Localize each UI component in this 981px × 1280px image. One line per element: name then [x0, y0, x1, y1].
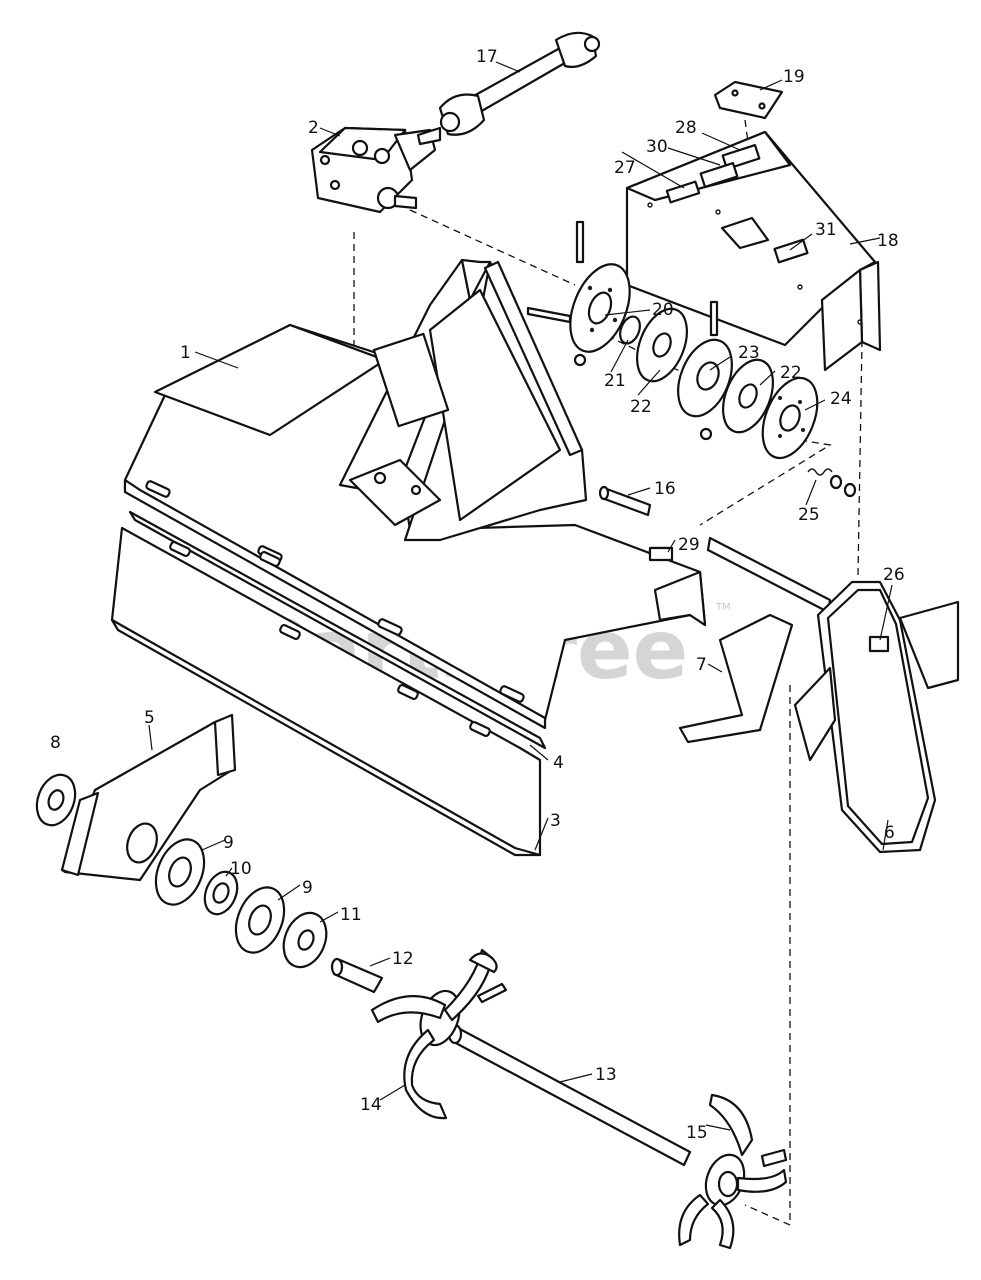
callout-9-left: 9: [223, 833, 234, 853]
callout-12: 12: [392, 949, 414, 969]
part-12-stub-shaft[interactable]: [330, 957, 384, 994]
callout-22-left: 22: [630, 397, 652, 417]
part-25-spring[interactable]: [807, 468, 857, 498]
callout-19: 19: [783, 67, 805, 87]
callout-13: 13: [595, 1065, 617, 1085]
callout-8: 8: [50, 733, 61, 753]
part-4-deflector-bar[interactable]: [128, 510, 547, 750]
callout-15: 15: [686, 1123, 708, 1143]
callout-20: 20: [652, 300, 674, 320]
part-24-bearing-flange[interactable]: [752, 370, 828, 466]
callout-22-right: 22: [780, 363, 802, 383]
leader-lines: [148, 61, 893, 1131]
part-5-side-plate[interactable]: [60, 713, 237, 882]
callout-4: 4: [553, 753, 564, 773]
part-2-gearbox[interactable]: [310, 126, 442, 214]
callout-9-right: 9: [302, 878, 313, 898]
part-6-chain-case[interactable]: [706, 536, 960, 854]
shaft-guide-line: [744, 685, 791, 1227]
callout-17: 17: [476, 47, 498, 67]
callout-31: 31: [815, 220, 837, 240]
trademark-mark: TM: [715, 602, 731, 613]
callout-16: 16: [654, 479, 676, 499]
callout-1: 1: [180, 343, 191, 363]
part-13-tine-shaft[interactable]: [447, 982, 692, 1167]
callout-6: 6: [884, 823, 895, 843]
part-9-flange-left[interactable]: [147, 832, 213, 912]
part-8-flange-bearing[interactable]: [30, 769, 82, 830]
callout-14: 14: [360, 1095, 382, 1115]
callout-23: 23: [738, 343, 760, 363]
part-16-pin[interactable]: [598, 485, 652, 517]
callout-2: 2: [308, 118, 319, 138]
part-18-shield[interactable]: [625, 130, 882, 372]
part-17-pto-shaft[interactable]: [438, 31, 601, 136]
part-29-decal[interactable]: [648, 546, 674, 562]
part-9-flange-right[interactable]: [227, 880, 293, 960]
callout-30: 30: [646, 137, 668, 157]
callout-27: 27: [614, 158, 636, 178]
callout-7: 7: [696, 655, 707, 675]
part-23-sprocket-hub[interactable]: [668, 300, 742, 441]
part-21-bushing[interactable]: [616, 314, 643, 347]
callout-21: 21: [604, 371, 626, 391]
part-22-washer-left[interactable]: [627, 302, 696, 389]
callout-labels: 1 2 3 4 5 6 7 8 9 9 10 11 12 13 14 15 16…: [50, 47, 905, 1143]
callout-28: 28: [675, 118, 697, 138]
gearbox-to-plate-guide-line: [409, 209, 576, 286]
callout-3: 3: [550, 811, 561, 831]
part-14-tine-left[interactable]: [370, 948, 498, 1120]
part-22-washer-right[interactable]: [713, 353, 782, 440]
callout-26: 26: [883, 565, 905, 585]
callout-24: 24: [830, 389, 852, 409]
bearing-guide-line-lower: [699, 439, 832, 526]
part-20-flange-bearing[interactable]: [526, 220, 641, 367]
callout-29: 29: [678, 535, 700, 555]
callout-5: 5: [144, 708, 155, 728]
part-1-main-frame[interactable]: [123, 258, 707, 730]
part-19-cover-plate[interactable]: [713, 80, 784, 120]
part-7-bracket[interactable]: [678, 613, 794, 744]
part-3-rear-shield[interactable]: [110, 526, 542, 857]
part-15-tine-right[interactable]: [678, 1093, 788, 1250]
callout-25: 25: [798, 505, 820, 525]
callout-11: 11: [340, 905, 362, 925]
part-11-hub-cap[interactable]: [276, 907, 334, 974]
cover-guide-line: [857, 339, 863, 576]
callout-10: 10: [230, 859, 252, 879]
callout-18: 18: [877, 231, 899, 251]
